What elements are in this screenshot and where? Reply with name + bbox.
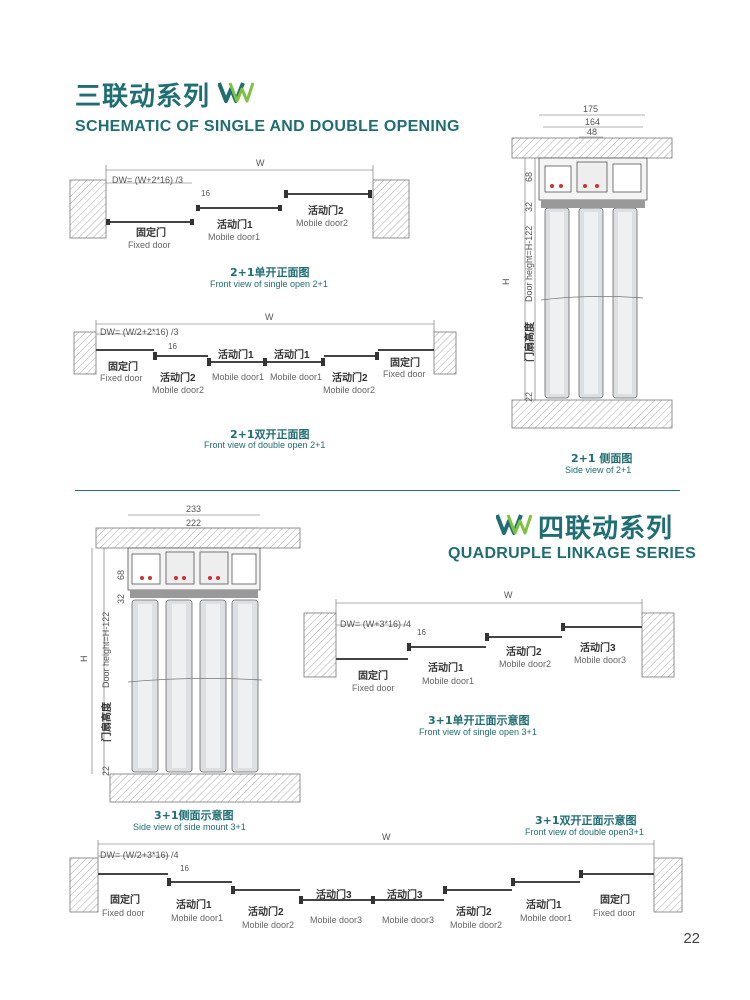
label-fixed-r: 固定门: [600, 893, 630, 906]
label-m1-l: 活动门1: [218, 348, 254, 361]
diagram-single-3plus1: W DW= (W+3*16) /4 16 固定门 Fixed door 活动门1…: [303, 590, 675, 693]
label-m2-l: 活动门2: [160, 371, 196, 384]
caption-double31-cn: 3+1双开正面示意图: [535, 814, 637, 827]
dim-164: 164: [585, 117, 600, 127]
label-m2-r-en: Mobile door2: [323, 385, 375, 395]
dim-door-height-cn: 门扇高度: [100, 701, 113, 742]
wall-right: [372, 179, 410, 239]
dim-h: H: [79, 656, 89, 663]
section-divider: [75, 490, 680, 491]
dim-dw: DW= (W/2+2*16) /3: [100, 327, 179, 337]
diagram-double-3plus1: W DW= (W/2+3*16) /4 16 固定门 Fixed door 活动…: [69, 832, 683, 930]
dim-22: 22: [524, 392, 534, 402]
label-m2: 活动门2: [308, 204, 344, 217]
logo-w-icon: [218, 82, 254, 103]
dim-dw: DW= (W/2+3*16) /4: [100, 850, 179, 860]
dim-16: 16: [417, 628, 426, 637]
logo-w-icon: [496, 514, 532, 535]
label-m1-r-en: Mobile door1: [270, 372, 322, 382]
caption-side21-cn: 2+1 侧面图: [571, 452, 633, 465]
label-m3-l-en: Mobile door3: [310, 915, 362, 925]
dim-16: 16: [201, 189, 210, 198]
label-fixed-l-en: Fixed door: [102, 908, 145, 918]
subtitle-schematic: SCHEMATIC OF SINGLE AND DOUBLE OPENING: [75, 118, 460, 135]
caption-double21-cn: 2+1双开正面图: [230, 428, 310, 441]
label-m2-r-en: Mobile door2: [450, 920, 502, 930]
label-m1-l-en: Mobile door1: [171, 913, 223, 923]
dim-222: 222: [186, 518, 201, 528]
label-fixed-l-en: Fixed door: [100, 373, 143, 383]
label-m1-l-en: Mobile door1: [212, 372, 264, 382]
label-m1-l: 活动门1: [176, 898, 212, 911]
label-m2-l: 活动门2: [248, 905, 284, 918]
dim-16: 16: [168, 342, 177, 351]
caption-single31-cn: 3+1单开正面示意图: [428, 714, 530, 727]
wall-left: [69, 179, 107, 239]
label-m3-l: 活动门3: [316, 888, 352, 901]
diagram-double-2plus1: W DW= (W/2+2*16) /3 16 固定门 Fixed door 活动…: [73, 312, 457, 395]
label-m2-en: Mobile door2: [296, 218, 348, 228]
label-m3-r: 活动门3: [387, 888, 423, 901]
label-fixed-r-en: Fixed door: [593, 908, 636, 918]
label-fixed-r: 固定门: [390, 356, 420, 369]
label-fixed: 固定门: [358, 669, 388, 682]
dim-h: H: [501, 279, 511, 286]
dim-32: 32: [524, 202, 534, 212]
label-m1: 活动门1: [428, 661, 464, 674]
label-fixed-en: Fixed door: [128, 240, 171, 250]
label-m2-l-en: Mobile door2: [242, 920, 294, 930]
label-m2: 活动门2: [506, 645, 542, 658]
label-m1-r: 活动门1: [274, 348, 310, 361]
label-fixed-l: 固定门: [108, 360, 138, 373]
caption-single21-cn: 2+1单开正面图: [230, 266, 310, 279]
title-three-linkage: 三联动系列: [75, 82, 211, 112]
label-m3-r-en: Mobile door3: [382, 915, 434, 925]
label-m2-l-en: Mobile door2: [152, 385, 204, 395]
diagram-side-3plus1: 233 222 H 68 32 Door height=H-122 门扇高度 2…: [79, 504, 301, 803]
label-m2-en: Mobile door2: [499, 659, 551, 669]
dim-16: 16: [180, 864, 189, 873]
dim-door-height: Door height=H-122: [101, 612, 111, 688]
caption-single31-en: Front view of single open 3+1: [419, 727, 537, 737]
dim-22: 22: [101, 766, 111, 776]
caption-single21-en: Front view of single open 2+1: [210, 279, 328, 289]
subtitle-quadruple: QUADRUPLE LINKAGE SERIES: [448, 545, 697, 562]
label-m3-en: Mobile door3: [574, 655, 626, 665]
caption-side31-en: Side view of side mount 3+1: [133, 822, 246, 832]
label-m1-r: 活动门1: [526, 898, 562, 911]
dim-door-height: Door height=H-122: [524, 226, 534, 302]
label-m3: 活动门3: [580, 641, 616, 654]
dim-dw: DW= (W+3*16) /4: [340, 619, 411, 629]
dim-w: W: [382, 832, 391, 842]
dim-233: 233: [186, 504, 201, 514]
dim-32: 32: [116, 594, 126, 604]
dim-68: 68: [116, 570, 126, 580]
dim-w: W: [256, 158, 265, 168]
dim-48: 48: [587, 127, 597, 137]
dim-w: W: [265, 312, 274, 322]
label-m2-r: 活动门2: [332, 371, 368, 384]
label-m1-en: Mobile door1: [208, 232, 260, 242]
caption-double31-en: Front view of double open3+1: [525, 827, 644, 837]
label-m1-r-en: Mobile door1: [520, 913, 572, 923]
label-fixed: 固定门: [136, 226, 166, 239]
dim-w: W: [504, 590, 513, 600]
dim-dw: DW= (W+2*16) /3: [112, 175, 183, 185]
label-m1-en: Mobile door1: [422, 676, 474, 686]
label-m1: 活动门1: [217, 218, 253, 231]
label-fixed-en: Fixed door: [352, 683, 395, 693]
dim-door-height-cn: 门扇高度: [523, 321, 536, 362]
dim-68: 68: [524, 172, 534, 182]
label-fixed-r-en: Fixed door: [383, 369, 426, 379]
caption-double21-en: Front view of double open 2+1: [204, 440, 326, 450]
diagram-side-2plus1: 175 164 48 H 68 32 Door height=H-122 门扇高…: [501, 104, 673, 429]
title-four-linkage: 四联动系列: [538, 514, 674, 544]
diagram-single-2plus1: W DW= (W+2*16) /3 16 固定门 Fixed door 活动门1…: [69, 158, 410, 250]
label-m2-r: 活动门2: [456, 905, 492, 918]
dim-175: 175: [583, 104, 598, 114]
caption-side21-en: Side view of 2+1: [565, 465, 632, 475]
page-number: 22: [683, 930, 700, 947]
label-fixed-l: 固定门: [110, 893, 140, 906]
caption-side31-cn: 3+1侧面示意图: [154, 809, 234, 822]
